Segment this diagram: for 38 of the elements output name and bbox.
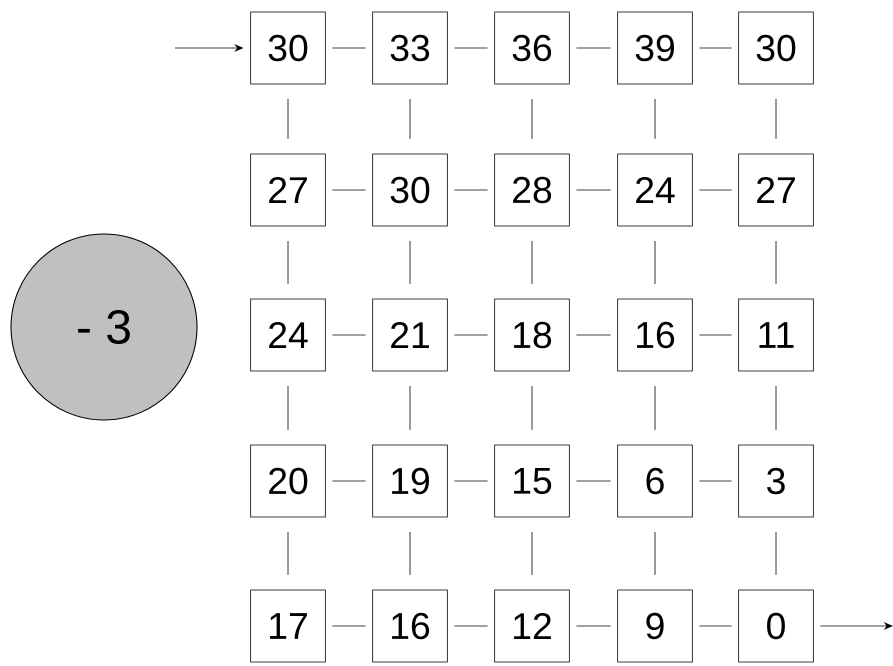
number-box: 16 bbox=[617, 298, 693, 372]
number-box: 24 bbox=[250, 298, 326, 372]
connector-line bbox=[699, 480, 732, 482]
number-box: 12 bbox=[494, 590, 570, 662]
connector-line bbox=[654, 386, 656, 430]
connector-line bbox=[654, 532, 656, 576]
number-box: 18 bbox=[494, 298, 570, 372]
connector-line bbox=[576, 334, 611, 336]
number-box: 6 bbox=[617, 444, 693, 518]
number-box: 20 bbox=[250, 444, 326, 518]
number-box: 30 bbox=[372, 154, 448, 226]
number-box: 9 bbox=[617, 590, 693, 662]
number-box: 24 bbox=[617, 154, 693, 226]
number-box: 21 bbox=[372, 298, 448, 372]
connector-line bbox=[454, 480, 488, 482]
number-box: 28 bbox=[494, 154, 570, 226]
number-box: 0 bbox=[738, 590, 814, 662]
number-box: 15 bbox=[494, 444, 570, 518]
number-box: 30 bbox=[738, 12, 814, 84]
connector-line bbox=[332, 480, 366, 482]
connector-line bbox=[576, 480, 611, 482]
circle-node: - 3 bbox=[10, 233, 198, 421]
connector-line bbox=[332, 334, 366, 336]
connector-line bbox=[454, 334, 488, 336]
connector-line bbox=[699, 334, 732, 336]
number-box: 27 bbox=[250, 154, 326, 226]
number-box: 3 bbox=[738, 444, 814, 518]
connector-line bbox=[654, 240, 656, 284]
number-box: 30 bbox=[250, 12, 326, 84]
connector-line bbox=[654, 98, 656, 140]
number-box: 36 bbox=[494, 12, 570, 84]
number-box: 17 bbox=[250, 590, 326, 662]
number-box: 33 bbox=[372, 12, 448, 84]
number-box: 16 bbox=[372, 590, 448, 662]
number-box: 27 bbox=[738, 154, 814, 226]
number-box: 19 bbox=[372, 444, 448, 518]
number-box: 39 bbox=[617, 12, 693, 84]
number-box: 11 bbox=[738, 298, 814, 372]
